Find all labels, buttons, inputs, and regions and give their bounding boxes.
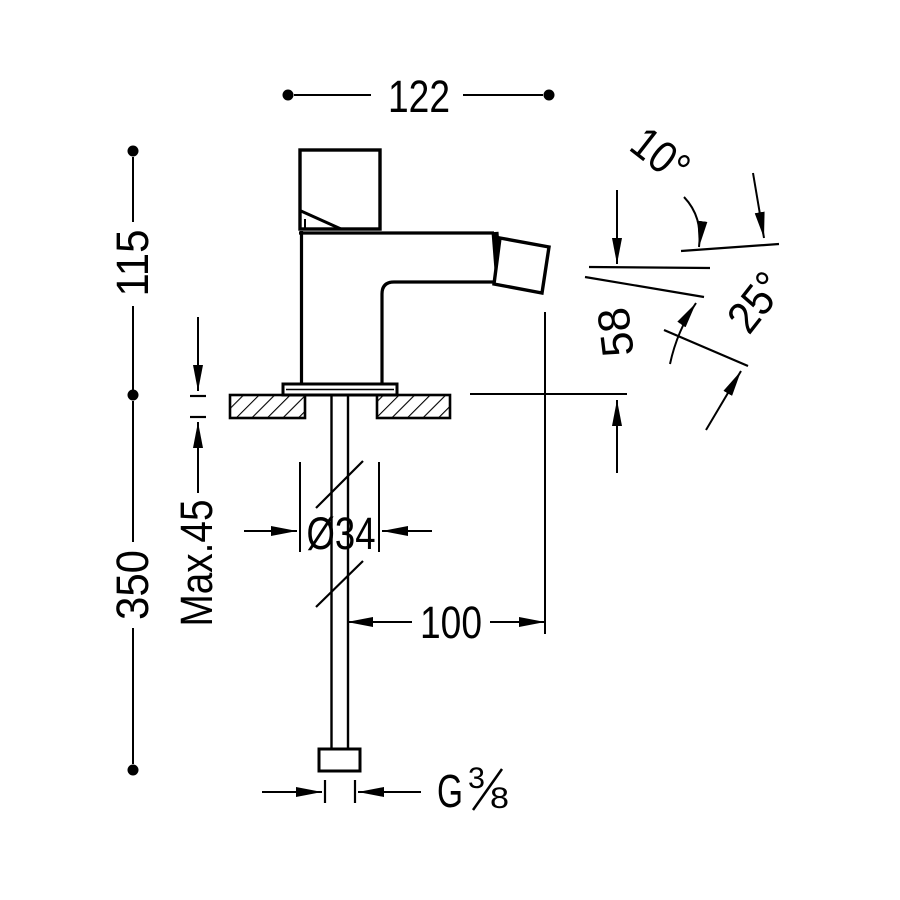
dim-base-diameter-label: Ø34	[307, 508, 376, 559]
thread-numerator-label: 3	[468, 762, 485, 795]
spout-underside	[380, 280, 496, 384]
angle-annotations	[584, 172, 780, 431]
tilt-10-line	[584, 275, 705, 299]
dim-spout-reach	[347, 312, 546, 634]
faucet-outline	[281, 148, 551, 397]
aerator	[492, 236, 551, 295]
thread-letter-label: G	[437, 765, 463, 817]
dim-counter-thickness	[190, 317, 206, 493]
angle-25-leader-arrow	[705, 370, 742, 431]
dim-hose-length-label: 350	[107, 550, 158, 620]
angle-10-arc-arrow	[683, 196, 708, 248]
hose-fitting	[317, 747, 362, 773]
countertop-section-left	[228, 393, 307, 420]
dim-dot	[127, 145, 139, 157]
angle-lower-label: 25°	[717, 262, 795, 342]
dim-outlet-height-label: 58	[587, 305, 644, 360]
dim-base-diameter	[244, 462, 432, 552]
outlet-level-line	[588, 265, 711, 270]
dim-body-height-label: 115	[107, 230, 158, 297]
angle-upper-label: 10°	[621, 116, 700, 193]
handle-lever-line	[300, 209, 342, 231]
dim-thread	[262, 768, 504, 811]
dim-overall-width-label: 122	[388, 71, 450, 122]
dim-dot	[543, 89, 555, 101]
dim-overall-width	[282, 89, 555, 101]
tilt-25-line	[663, 328, 749, 368]
dim-dot	[127, 389, 139, 401]
dim-hose-length	[127, 401, 139, 776]
fraction-slash	[471, 768, 504, 811]
hose-break-mark-upper	[315, 460, 364, 509]
countertop	[228, 393, 627, 420]
upper-reference-line	[680, 242, 780, 253]
angle-10-leader-arrow	[752, 172, 765, 239]
dim-body-height	[127, 145, 139, 401]
thread-denominator-label: 8	[490, 782, 509, 815]
angle-25-arc-arrow	[669, 302, 697, 365]
hose-break-mark-lower	[315, 560, 364, 608]
countertop-section-right	[375, 393, 452, 420]
dim-dot	[282, 89, 294, 101]
dim-spout-reach-label: 100	[420, 597, 482, 648]
dim-counter-thickness-label: Max.45	[171, 500, 222, 627]
supply-hose	[315, 395, 364, 773]
dim-dot	[127, 764, 139, 776]
